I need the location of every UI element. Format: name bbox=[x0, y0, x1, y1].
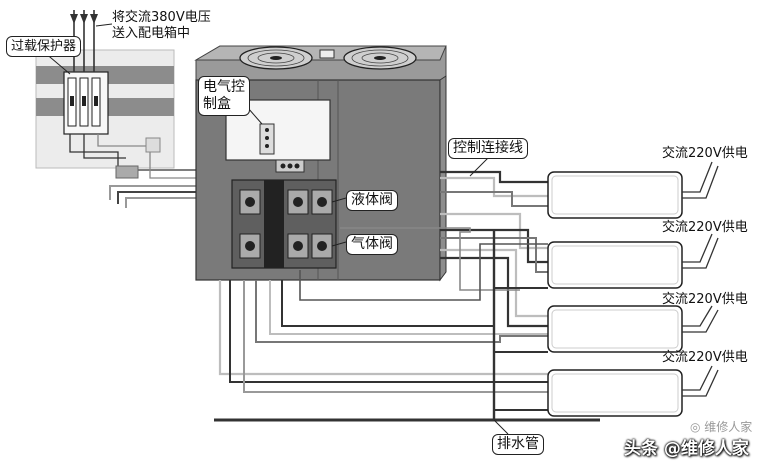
indoor-unit-3 bbox=[547, 305, 683, 353]
watermark-sub-text: 维修人家 bbox=[704, 420, 753, 434]
fan-right bbox=[343, 46, 417, 70]
gas-valve-fittings bbox=[239, 233, 333, 259]
overload-protector-label: 过载保护器 bbox=[6, 36, 82, 57]
indoor-unit-4 bbox=[547, 369, 683, 417]
feed-note-line2: 送入配电箱中 bbox=[112, 26, 191, 41]
watermark-bubble-icon: ◎ bbox=[690, 420, 705, 434]
indoor-unit-2 bbox=[547, 241, 683, 289]
drain-pipe bbox=[214, 230, 600, 422]
liquid-valve-fittings bbox=[239, 189, 333, 215]
power-220v-label-1: 交流220V供电 bbox=[662, 146, 748, 161]
fan-left bbox=[239, 46, 313, 70]
feed-note-line1: 将交流380V电压 bbox=[112, 10, 211, 25]
drain-pipe-label: 排水管 bbox=[492, 434, 544, 455]
distribution-box bbox=[35, 10, 200, 179]
power-220v-label-4: 交流220V供电 bbox=[662, 350, 748, 365]
supply-lines-220v bbox=[682, 161, 719, 397]
power-220v-label-3: 交流220V供电 bbox=[662, 292, 748, 307]
control-wire-label: 控制连接线 bbox=[448, 138, 528, 159]
callout-leaders bbox=[43, 23, 509, 435]
outdoor-unit bbox=[194, 45, 447, 282]
refrigerant-pipes bbox=[218, 170, 548, 393]
watermark-main: 头条 @维修人家 bbox=[624, 439, 749, 459]
power-cables bbox=[109, 185, 196, 208]
indoor-unit-1 bbox=[547, 171, 683, 219]
control-box-label: 电气控 制盒 bbox=[198, 76, 250, 116]
power-220v-label-2: 交流220V供电 bbox=[662, 220, 748, 235]
watermark-subtext: ◎ 维修人家 bbox=[690, 418, 752, 435]
control-box-label-line2: 制盒 bbox=[203, 96, 231, 112]
liquid-valve-label: 液体阀 bbox=[346, 190, 398, 211]
overload-protector bbox=[63, 71, 109, 135]
gas-valve-label: 气体阀 bbox=[346, 234, 398, 255]
control-box-label-line1: 电气控 bbox=[203, 79, 245, 95]
